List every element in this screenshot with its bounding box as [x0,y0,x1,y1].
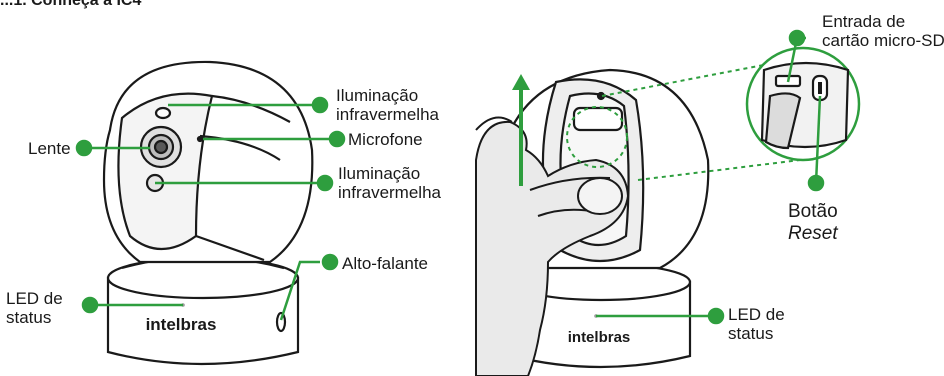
label-microphone: Microfone [348,130,423,149]
zoom-detail [747,48,859,160]
brand-logo: intelbras [146,315,217,334]
label-lens: Lente [28,139,71,158]
brand-logo-right: intelbras [568,329,631,346]
label-speaker: Alto-falante [342,254,428,273]
